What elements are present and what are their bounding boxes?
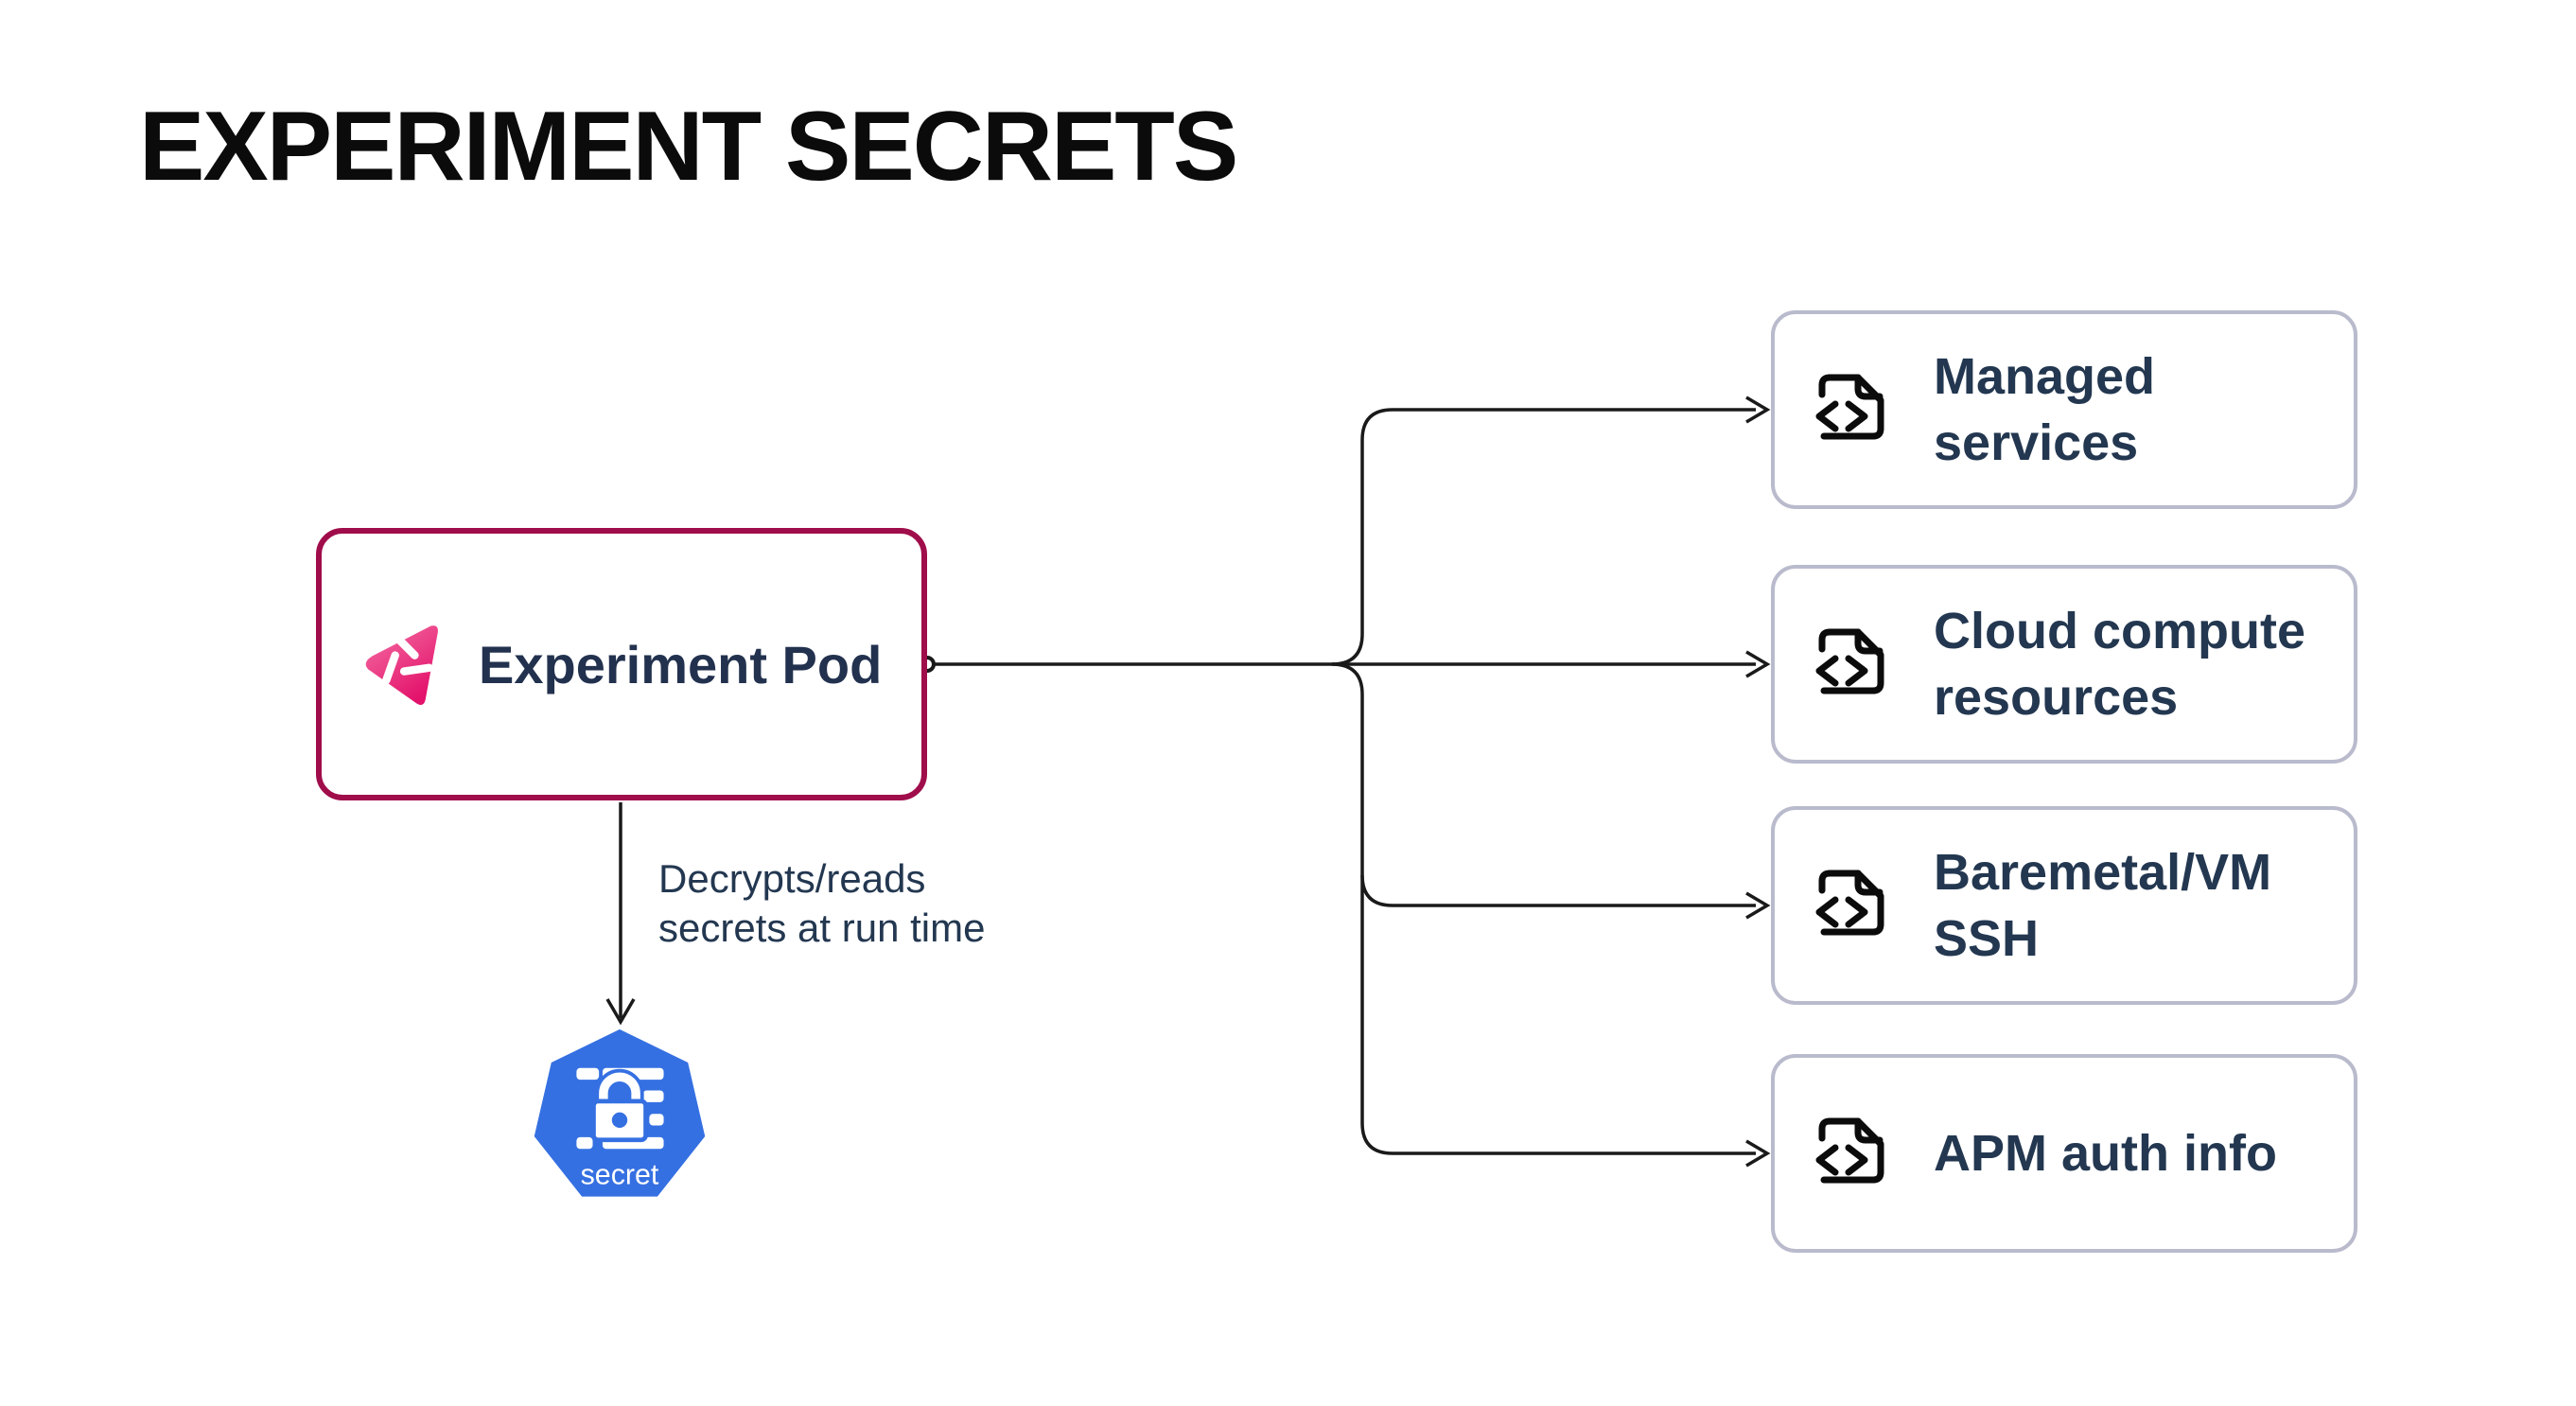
arrowhead-managed-services	[1745, 395, 1771, 424]
edge-to-apm-auth	[1331, 662, 1756, 1155]
k8s-secret-icon: secret	[534, 1028, 706, 1197]
code-file-icon	[1815, 628, 1884, 694]
page-title: EXPERIMENT SECRETS	[139, 92, 1238, 202]
code-file-icon	[1815, 374, 1884, 440]
target-label: Managed services	[1934, 347, 2156, 471]
arrowhead-secret	[605, 998, 636, 1026]
experiment-pod-node[interactable]: Experiment Pod	[316, 528, 927, 800]
arrowhead-baremetal-ssh	[1745, 891, 1771, 920]
litmus-chaos-logo-icon	[365, 625, 438, 706]
decrypts-annotation: Decrypts/reads secrets at run time	[658, 856, 986, 951]
target-label: APM auth info	[1934, 1124, 2277, 1182]
target-box-cloud-compute[interactable]: Cloud compute resources	[1771, 565, 2357, 764]
target-box-managed-services[interactable]: Managed services	[1771, 310, 2357, 509]
arrowhead-apm-auth	[1745, 1139, 1771, 1168]
code-file-icon	[1815, 870, 1884, 936]
edge-to-baremetal-ssh	[1360, 874, 1756, 907]
target-box-baremetal-ssh[interactable]: Baremetal/VM SSH	[1771, 806, 2357, 1005]
k8s-secret-node[interactable]: secret	[526, 1028, 713, 1207]
code-file-icon	[1815, 1117, 1884, 1184]
experiment-pod-label: Experiment Pod	[479, 634, 883, 694]
secret-label: secret	[581, 1158, 659, 1190]
target-box-apm-auth[interactable]: APM auth info	[1771, 1054, 2357, 1253]
target-label: Baremetal/VM SSH	[1934, 843, 2272, 967]
target-label: Cloud compute resources	[1934, 602, 2305, 726]
edge-to-managed-services	[1331, 408, 1756, 666]
arrowhead-cloud-compute	[1745, 650, 1771, 678]
